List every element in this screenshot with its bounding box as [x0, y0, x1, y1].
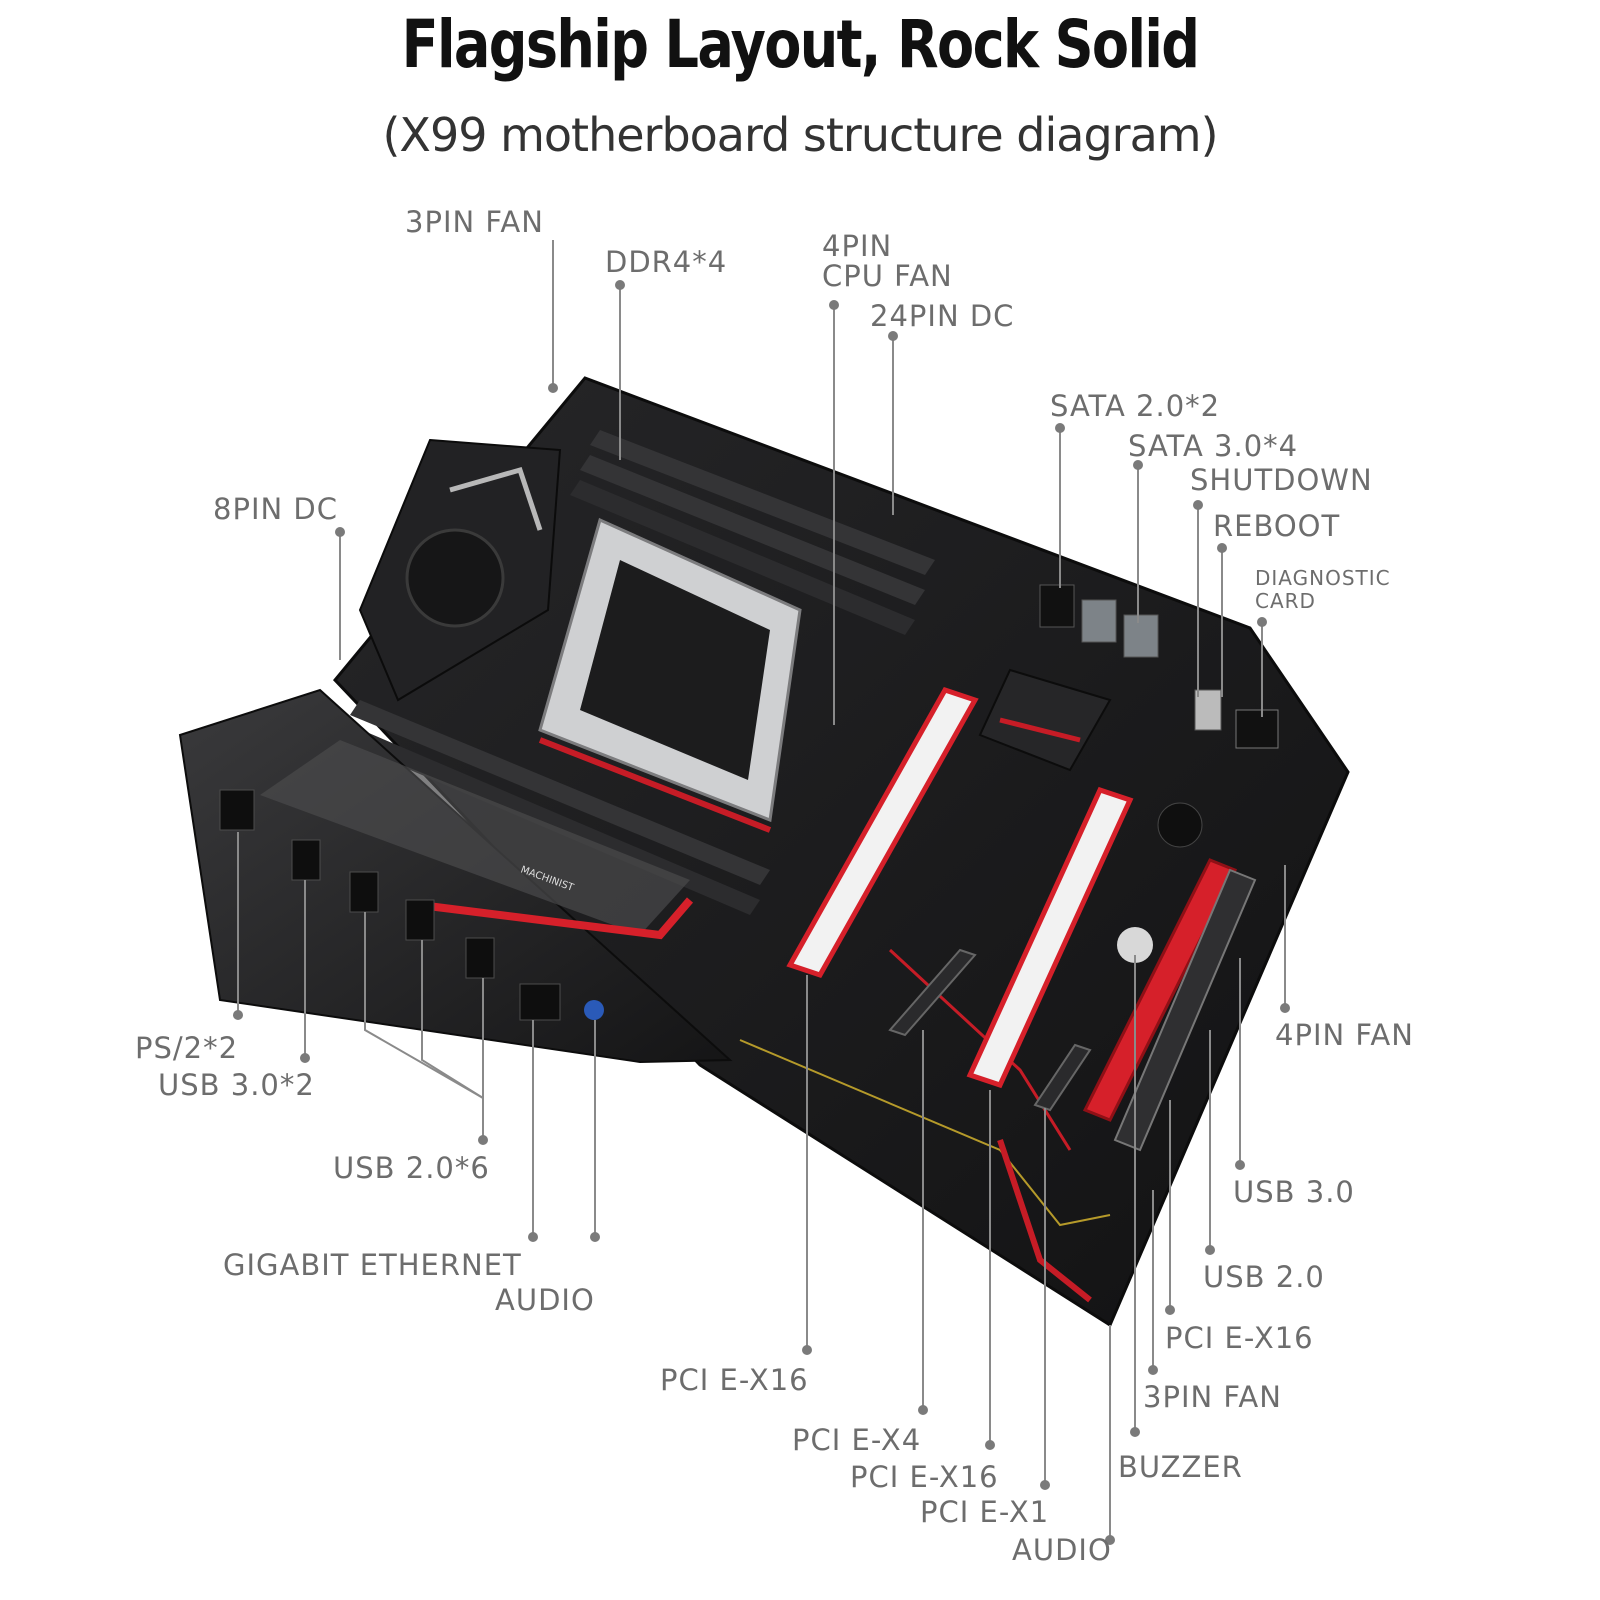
pcie-x16-slot-3 — [1082, 858, 1238, 1122]
ddr4-slots-upper — [570, 430, 935, 635]
cpu-socket — [538, 517, 802, 833]
label-audio-header: AUDIO — [1012, 1533, 1112, 1567]
usb20-rear-port-2 — [405, 899, 435, 941]
label-24pin-dc: 24PIN DC — [870, 299, 1014, 333]
label-pcie-x16-c: PCI E-X16 — [1165, 1321, 1314, 1355]
rear-io-shroud: MACHINIST — [178, 688, 733, 1064]
label-4pin-fan-right: 4PIN FAN — [1275, 1018, 1414, 1052]
ps2-port — [219, 789, 255, 831]
chipset-heatsink — [978, 668, 1112, 772]
label-3pin-fan-bottom: 3PIN FAN — [1143, 1380, 1282, 1414]
diagnostic-area — [1194, 689, 1279, 749]
label-sata3: SATA 3.0*4 — [1128, 429, 1298, 463]
sata-ports — [1039, 584, 1159, 658]
pcie-x16-slot-1 — [786, 686, 979, 979]
ethernet-port — [519, 983, 561, 1021]
label-3pin-fan-top: 3PIN FAN — [405, 205, 544, 239]
usb20-rear-port-1 — [349, 871, 379, 913]
label-usb20-rear: USB 2.0*6 — [333, 1151, 490, 1185]
label-pcie-x16-a: PCI E-X16 — [660, 1363, 809, 1397]
label-usb30-header: USB 3.0 — [1233, 1175, 1355, 1209]
component-labels: 3PIN FAN DDR4*4 4PIN CPU FAN 24PIN DC SA… — [135, 205, 1414, 1567]
label-buzzer: BUZZER — [1118, 1450, 1243, 1484]
label-pcie-x4: PCI E-X4 — [792, 1423, 921, 1457]
leader-lines — [233, 240, 1290, 1545]
pcie-x4-slot — [888, 948, 977, 1037]
pcie-slots — [786, 686, 1257, 1152]
bios-battery — [1157, 802, 1203, 848]
pcie-x16-slot-2 — [966, 786, 1134, 1089]
usb30-rear-port — [291, 839, 321, 881]
diagnostic-card-display — [1235, 709, 1279, 749]
label-pcie-x16-b: PCI E-X16 — [850, 1460, 999, 1494]
usb20-rear-port-3 — [465, 937, 495, 979]
page-title: Flagship Layout, Rock Solid — [401, 6, 1200, 83]
label-gigabit-ethernet: GIGABIT ETHERNET — [223, 1248, 522, 1282]
label-4pin-cpu-fan-line1: 4PIN — [822, 229, 892, 263]
label-shutdown: SHUTDOWN — [1190, 463, 1373, 497]
label-4pin-cpu-fan-line2: CPU FAN — [822, 259, 953, 293]
label-audio-rear: AUDIO — [495, 1283, 595, 1317]
label-sata2: SATA 2.0*2 — [1050, 389, 1220, 423]
label-ps2: PS/2*2 — [135, 1031, 238, 1065]
vrm-heatsink — [358, 438, 562, 702]
label-usb30-rear: USB 3.0*2 — [158, 1068, 315, 1102]
label-8pin-dc: 8PIN DC — [213, 492, 338, 526]
label-diagnostic-line2: CARD — [1255, 589, 1316, 613]
label-ddr4: DDR4*4 — [605, 245, 727, 279]
pcie-x1-slot — [1033, 1043, 1092, 1112]
label-diagnostic-line1: DIAGNOSTIC — [1255, 566, 1391, 590]
page-subtitle: (X99 motherboard structure diagram) — [382, 108, 1218, 162]
label-reboot: REBOOT — [1213, 509, 1340, 543]
pcie-x16-slot-4 — [1113, 868, 1257, 1152]
shutdown-button — [1194, 689, 1222, 731]
audio-jack — [584, 1000, 604, 1020]
label-usb20-header: USB 2.0 — [1203, 1260, 1325, 1294]
label-pcie-x1: PCI E-X1 — [920, 1495, 1049, 1529]
buzzer — [1117, 927, 1153, 963]
